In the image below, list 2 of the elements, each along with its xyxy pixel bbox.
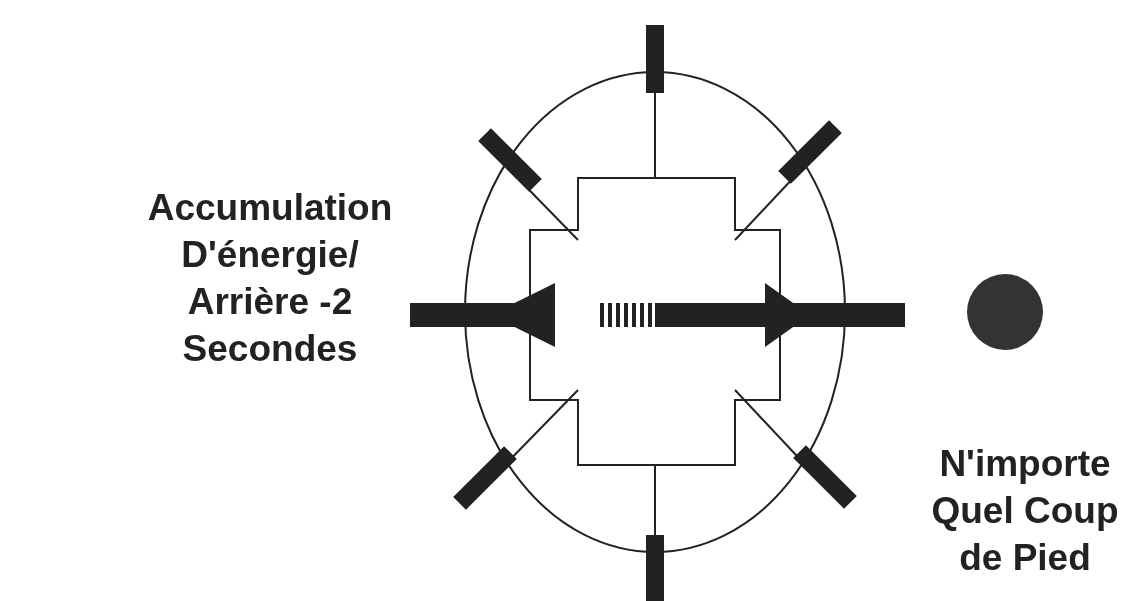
instruction-text: Accumulation D'énergie/ Arrière -2 Secondes xyxy=(146,186,394,371)
instruction-text: N'importe Quel Coup de Pied xyxy=(930,442,1120,580)
